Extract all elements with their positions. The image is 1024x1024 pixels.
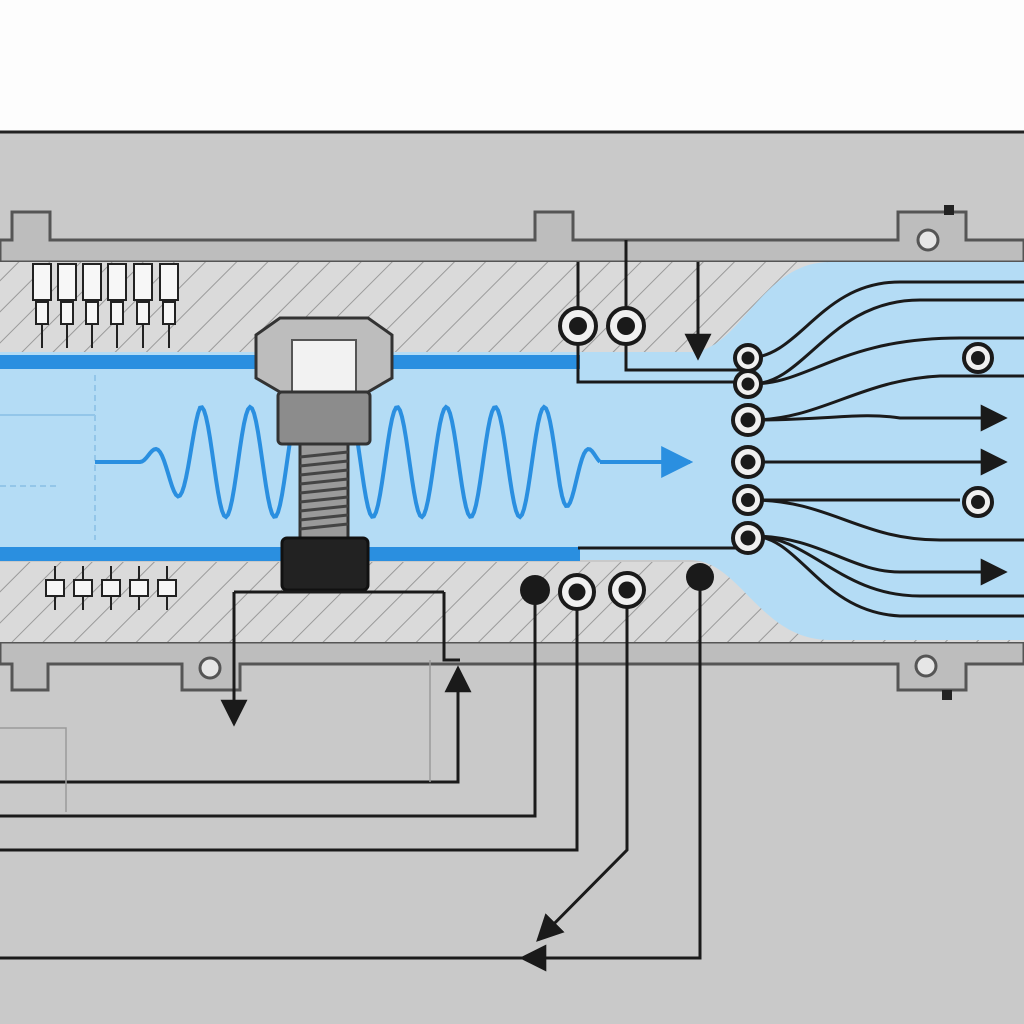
manifold-line — [751, 298, 1024, 386]
flange-pin — [944, 205, 954, 215]
node-core — [741, 493, 755, 507]
node-core — [569, 317, 587, 335]
bolt-nut — [280, 536, 370, 592]
terminal-nodes — [520, 306, 994, 611]
terminal-icon — [73, 579, 93, 597]
wire — [624, 240, 745, 372]
terminal-icon — [45, 579, 65, 597]
bolt-thread — [299, 513, 349, 522]
wire-arrow-left — [519, 578, 702, 972]
faint-box — [0, 727, 67, 812]
terminal-icon — [107, 263, 127, 301]
manifold-line — [747, 280, 1024, 360]
node-core — [740, 454, 756, 470]
terminal-pin — [35, 301, 49, 325]
terminal-icon — [57, 263, 77, 301]
terminal-pin — [85, 301, 99, 325]
bottom-flange — [0, 640, 1024, 692]
bolt-thread — [299, 495, 349, 504]
terminal-icon — [101, 579, 121, 597]
node-core — [740, 530, 756, 546]
terminal-icon — [129, 579, 149, 597]
wire — [0, 592, 579, 852]
sensor-terminals-bottom — [45, 566, 177, 610]
node-core — [740, 412, 756, 428]
node-core — [971, 351, 985, 365]
terminal-pin — [162, 301, 176, 325]
node-dot-icon — [520, 575, 550, 605]
terminal-icon — [157, 579, 177, 597]
manifold-line — [751, 336, 1024, 386]
manifold-line — [751, 374, 1024, 422]
hex-bolt-icon — [254, 316, 394, 592]
node-dot-icon — [686, 563, 714, 591]
bolt-thread — [299, 468, 349, 477]
terminal-icon — [32, 263, 52, 301]
node-core — [971, 495, 985, 509]
terminal-pin — [60, 301, 74, 325]
node-core — [741, 377, 755, 391]
sensor-terminals-top — [32, 263, 179, 348]
terminal-icon — [82, 263, 102, 301]
terminal-pin — [110, 301, 124, 325]
wire — [576, 262, 740, 384]
manifold-line — [751, 534, 1024, 618]
node-core — [741, 351, 755, 365]
wire — [442, 592, 460, 662]
routing-wires — [0, 240, 1024, 972]
manifold-line — [751, 498, 1024, 542]
node-core — [568, 583, 586, 601]
mount-hole-icon — [198, 656, 222, 680]
mount-hole-icon — [916, 228, 940, 252]
wire-arrow-diag — [536, 592, 629, 942]
mount-hole-icon — [914, 654, 938, 678]
wire — [0, 590, 537, 818]
bolt-thread — [299, 504, 349, 513]
terminal-icon — [159, 263, 179, 301]
sine-wave-icon — [95, 404, 602, 520]
wire-arrow-up — [0, 665, 472, 784]
manifold-outlet-arrow — [751, 534, 1008, 586]
node-core — [618, 581, 636, 599]
terminal-icon — [133, 263, 153, 301]
node-core — [617, 317, 635, 335]
flange-pin — [942, 690, 952, 700]
manifold-outlet-arrow — [751, 404, 1008, 432]
bolt-thread — [299, 450, 349, 459]
top-flange — [0, 210, 1024, 264]
terminal-pin — [136, 301, 150, 325]
bolt-thread — [299, 477, 349, 486]
manifold-line — [751, 534, 1024, 598]
bolt-thread — [299, 486, 349, 495]
bolt-thread — [299, 522, 349, 531]
bolt-thread — [299, 459, 349, 468]
